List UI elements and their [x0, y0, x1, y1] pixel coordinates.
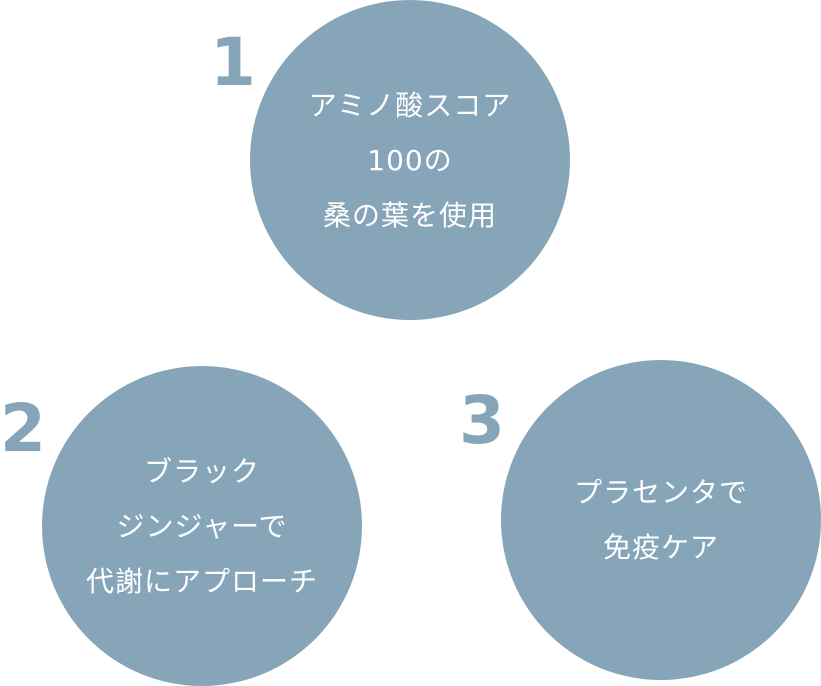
feature-2-circle: ブラック ジンジャーで 代謝にアプローチ — [42, 366, 362, 686]
feature-3-number: 3 — [459, 382, 505, 459]
feature-1-number: 1 — [210, 24, 256, 101]
feature-3-text: プラセンタで 免疫ケア — [573, 476, 748, 564]
feature-1-text: アミノ酸スコア 100の 桑の葉を使用 — [308, 88, 512, 232]
feature-1-circle: アミノ酸スコア 100の 桑の葉を使用 — [250, 0, 570, 320]
feature-3-circle: プラセンタで 免疫ケア — [501, 360, 821, 680]
feature-2-text: ブラック ジンジャーで 代謝にアプローチ — [85, 454, 318, 598]
feature-2-number: 2 — [0, 390, 46, 467]
